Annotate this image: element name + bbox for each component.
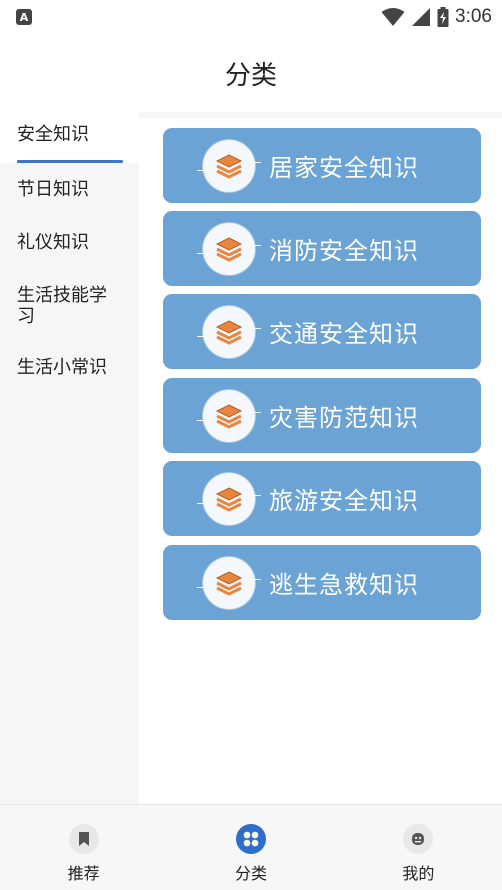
status-bar: A 3:06 bbox=[0, 0, 502, 34]
category-content: 居家安全知识 消防安全知识 bbox=[139, 112, 502, 804]
bookmark-icon bbox=[68, 824, 99, 854]
tab-mine[interactable]: 我的 bbox=[335, 805, 502, 890]
card-label: 交通安全知识 bbox=[269, 320, 419, 348]
category-icon bbox=[235, 824, 266, 854]
layers-icon bbox=[197, 389, 261, 442]
page-header: 分类 bbox=[0, 34, 502, 112]
sidebar-item-life-tips[interactable]: 生活小常识 bbox=[0, 341, 139, 394]
category-sidebar: 安全知识 节日知识 礼仪知识 生活技能学习 生活小常识 bbox=[0, 112, 139, 804]
card-label: 灾害防范知识 bbox=[269, 404, 419, 432]
bottom-tab-bar: 推荐 分类 我的 bbox=[0, 804, 502, 890]
sidebar-item-label: 生活技能学习 bbox=[17, 285, 107, 327]
content-divider bbox=[139, 112, 502, 118]
profile-icon bbox=[403, 824, 434, 854]
category-card-traffic-safety[interactable]: 交通安全知识 bbox=[163, 294, 481, 369]
category-card-home-safety[interactable]: 居家安全知识 bbox=[163, 128, 481, 203]
layers-icon bbox=[197, 139, 261, 192]
tab-label: 分类 bbox=[234, 864, 267, 883]
tab-label: 推荐 bbox=[67, 864, 100, 883]
battery-charging-icon bbox=[437, 7, 449, 27]
category-card-travel-safety[interactable]: 旅游安全知识 bbox=[163, 461, 481, 536]
sidebar-item-label: 安全知识 bbox=[17, 124, 89, 145]
card-label: 逃生急救知识 bbox=[269, 571, 419, 599]
category-card-disaster-prevention[interactable]: 灾害防范知识 bbox=[163, 378, 481, 453]
tab-label: 我的 bbox=[402, 864, 435, 883]
layers-icon bbox=[197, 305, 261, 358]
tab-category[interactable]: 分类 bbox=[167, 805, 334, 890]
sidebar-item-safety[interactable]: 安全知识 bbox=[0, 112, 139, 163]
category-card-fire-safety[interactable]: 消防安全知识 bbox=[163, 211, 481, 286]
wifi-icon bbox=[381, 8, 405, 26]
signal-icon bbox=[412, 8, 431, 26]
sidebar-item-life-skills[interactable]: 生活技能学习 bbox=[0, 269, 139, 341]
page-body: 安全知识 节日知识 礼仪知识 生活技能学习 生活小常识 bbox=[0, 112, 502, 804]
card-label: 消防安全知识 bbox=[269, 237, 419, 265]
sidebar-item-etiquette[interactable]: 礼仪知识 bbox=[0, 216, 139, 269]
layers-icon bbox=[197, 472, 261, 525]
sidebar-item-label: 节日知识 bbox=[17, 179, 89, 200]
page-title: 分类 bbox=[224, 60, 277, 91]
card-label: 居家安全知识 bbox=[269, 154, 419, 182]
card-label: 旅游安全知识 bbox=[269, 487, 419, 515]
sidebar-item-festival[interactable]: 节日知识 bbox=[0, 163, 139, 216]
sidebar-item-label: 生活小常识 bbox=[17, 357, 107, 378]
layers-icon bbox=[197, 556, 261, 609]
sidebar-item-label: 礼仪知识 bbox=[17, 232, 89, 253]
status-time: 3:06 bbox=[455, 6, 492, 27]
category-card-escape-first-aid[interactable]: 逃生急救知识 bbox=[163, 545, 481, 620]
layers-icon bbox=[197, 222, 261, 275]
app-notification-icon: A bbox=[16, 9, 32, 25]
tab-recommend[interactable]: 推荐 bbox=[0, 805, 167, 890]
